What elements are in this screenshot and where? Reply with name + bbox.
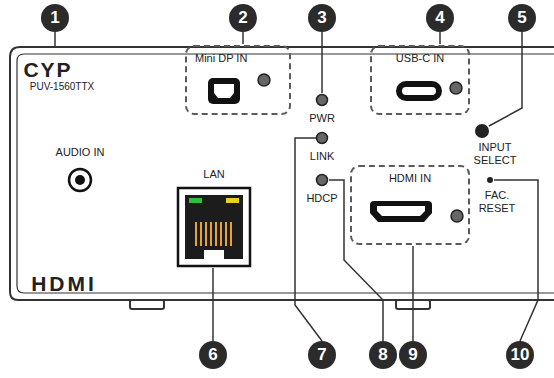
mini-dp-port bbox=[208, 74, 270, 104]
panel-label: LAN bbox=[194, 168, 234, 181]
panel-label: LINK bbox=[302, 150, 342, 163]
brand-logo: HDMI bbox=[19, 272, 109, 296]
panel-label: INPUT SELECT bbox=[467, 141, 523, 167]
connector-group: Mini DP IN bbox=[185, 45, 291, 115]
leader-lines bbox=[55, 32, 538, 341]
input-select-button bbox=[475, 124, 489, 138]
callout-number: 6 bbox=[199, 341, 227, 369]
callout-number: 5 bbox=[508, 4, 536, 32]
callout-number: 8 bbox=[369, 341, 397, 369]
callout-number: 3 bbox=[308, 4, 336, 32]
panel-label: AUDIO IN bbox=[45, 146, 115, 159]
panel-label: PWR bbox=[302, 112, 342, 125]
hdmi-port bbox=[370, 201, 463, 222]
port-label: USB-C IN bbox=[372, 47, 468, 65]
brand-logo: CYP bbox=[18, 58, 78, 82]
usb-c-port bbox=[396, 81, 462, 101]
callout-number: 10 bbox=[506, 341, 534, 369]
callout-number: 9 bbox=[399, 341, 427, 369]
reset-pinhole bbox=[487, 177, 493, 183]
callout-number: 2 bbox=[229, 4, 257, 32]
panel-label: PUV-1560TTX bbox=[22, 80, 102, 93]
status-leds bbox=[317, 95, 328, 186]
port-label: HDMI IN bbox=[352, 167, 468, 185]
audio-jack bbox=[69, 169, 91, 191]
panel-label: FAC. RESET bbox=[472, 189, 522, 215]
port-label: Mini DP IN bbox=[187, 47, 289, 65]
connector-group: USB-C IN bbox=[370, 45, 470, 115]
connector-group: HDMI IN bbox=[350, 165, 470, 245]
callout-number: 4 bbox=[426, 4, 454, 32]
panel-label: HDCP bbox=[300, 192, 344, 205]
lan-port bbox=[178, 188, 250, 266]
housing bbox=[10, 47, 554, 309]
callout-number: 7 bbox=[308, 341, 336, 369]
callout-number: 1 bbox=[41, 4, 69, 32]
